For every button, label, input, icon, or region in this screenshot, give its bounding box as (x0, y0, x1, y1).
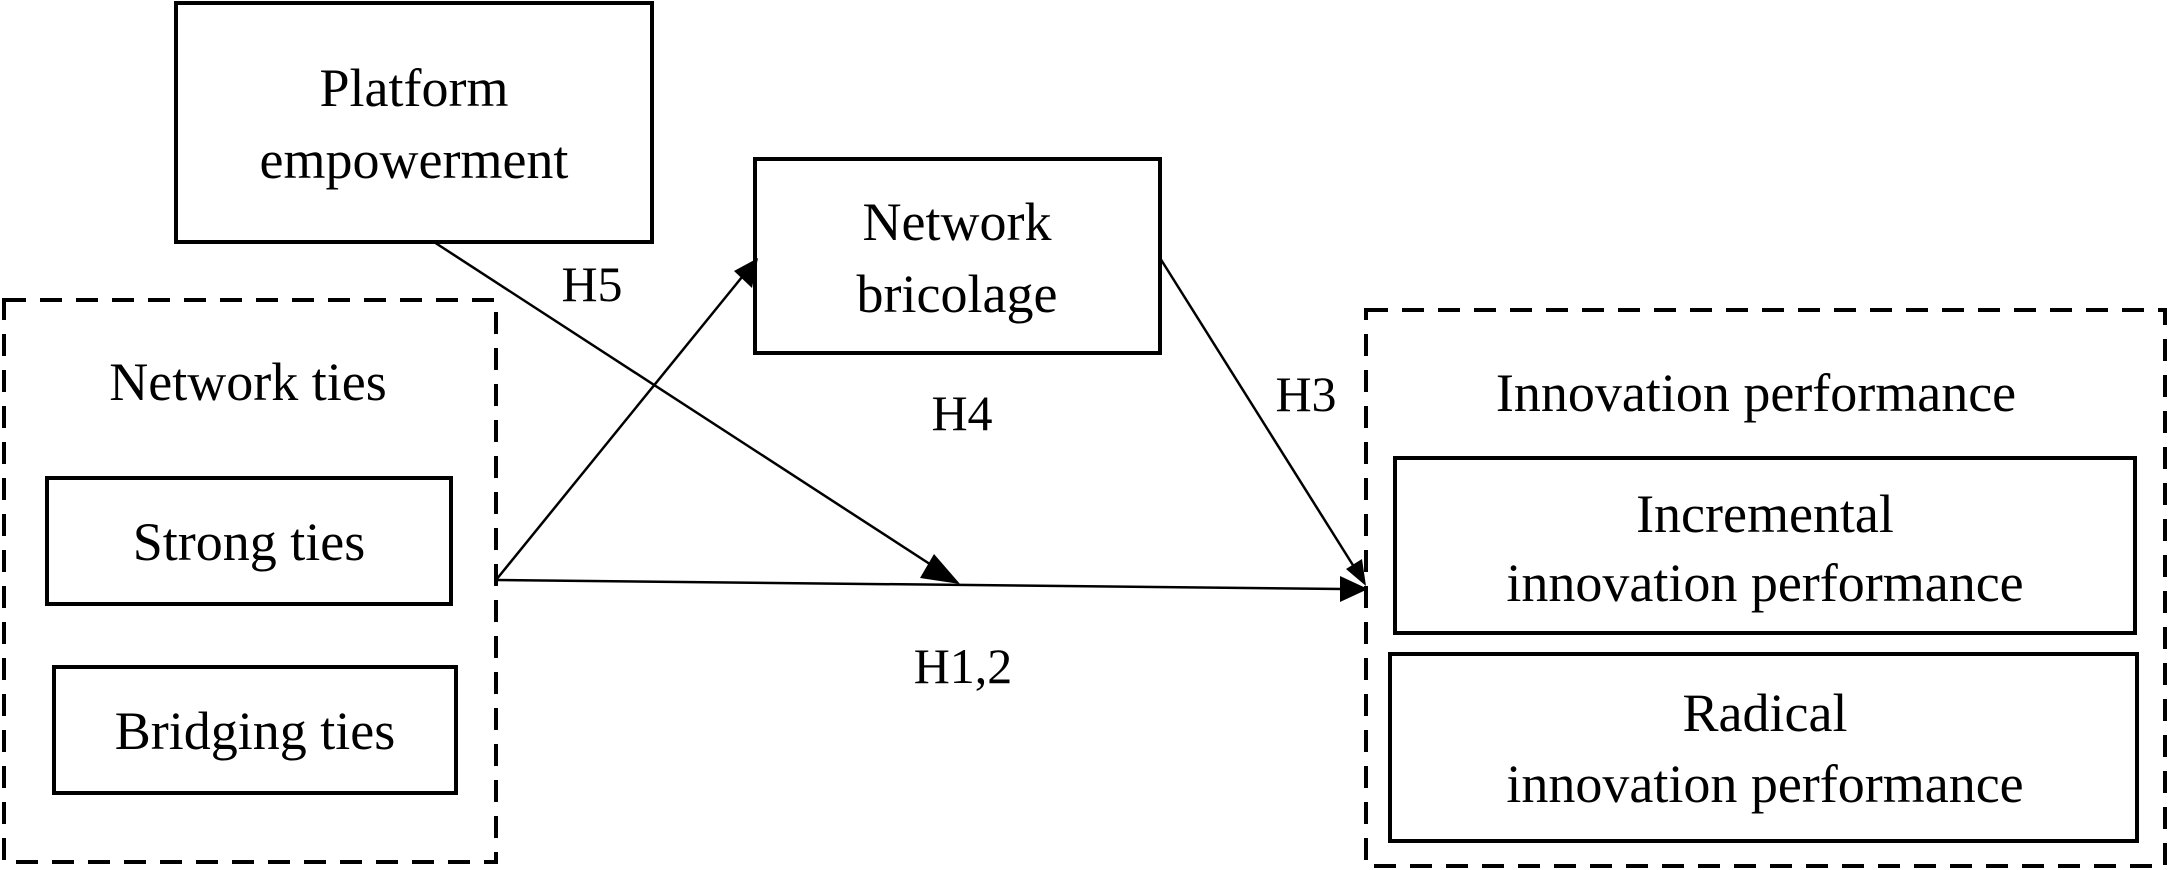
incremental-innovation-box (1393, 456, 2137, 635)
incremental-innovation-line1: Incremental (1636, 484, 1894, 544)
network-bricolage-line2: bricolage (857, 264, 1058, 324)
incremental-innovation-line2: innovation performance (1506, 553, 2023, 613)
innovation-performance-group (1364, 308, 2167, 868)
hypothesis-h3-label: H3 (1275, 366, 1336, 422)
platform-empowerment-line2: empowerment (260, 130, 569, 190)
platform-empowerment-line1: Platform (320, 58, 509, 118)
radical-innovation-box (1388, 652, 2139, 843)
arrowhead-performance-main (1340, 576, 1368, 602)
arrowheads (734, 258, 1368, 602)
arrowhead-performance-h3 (1346, 559, 1366, 586)
innovation-performance-title: Innovation performance (1496, 363, 2016, 423)
hypothesis-h4-label: H4 (931, 385, 992, 441)
hypothesis-h12-label: H1,2 (914, 638, 1013, 694)
arrow-ties-to-performance (495, 578, 1343, 591)
platform-empowerment-box (174, 1, 654, 244)
bridging-ties-box (52, 665, 458, 795)
bridging-ties-label: Bridging ties (115, 701, 396, 761)
network-bricolage-line1: Network (863, 192, 1052, 252)
arrow-ties-to-bricolage (495, 276, 743, 581)
arrowhead-bricolage (734, 258, 758, 288)
arrow-bricolage-to-performance (1158, 257, 1358, 571)
strong-ties-box (45, 476, 453, 606)
arrows (433, 240, 1358, 591)
strong-ties-label: Strong ties (133, 512, 366, 572)
network-bricolage-box (753, 157, 1162, 355)
network-ties-title: Network ties (109, 352, 386, 412)
radical-innovation-line1: Radical (1683, 683, 1848, 743)
arrowhead-moderation (920, 554, 960, 584)
arrow-platform-moderation (433, 240, 940, 572)
radical-innovation-line2: innovation performance (1506, 754, 2023, 814)
hypothesis-h5-label: H5 (561, 256, 622, 312)
